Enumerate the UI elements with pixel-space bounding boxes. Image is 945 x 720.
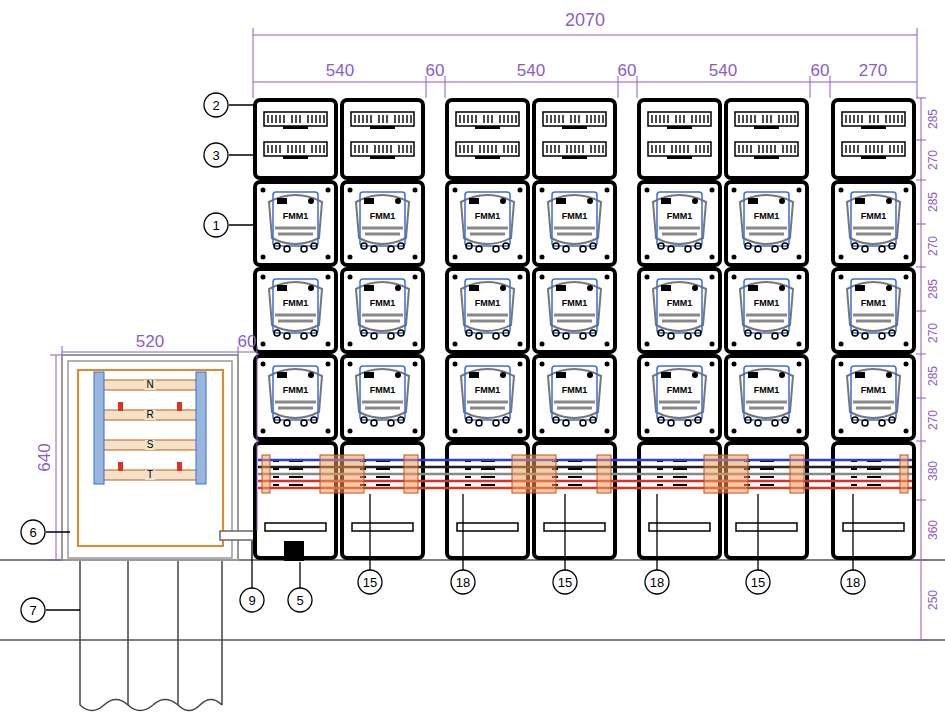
dimension-text: 2070 [565,11,605,29]
phase-label: T [145,470,155,480]
meter-label: FMM1 [665,212,695,221]
callout-number: 15 [751,576,765,589]
dimension-text: 285 [927,366,939,386]
dimension-lines [50,28,926,640]
dimension-text: 285 [927,192,939,212]
meter-label: FMM1 [665,386,695,395]
callout-number: 15 [558,576,572,589]
meter-label: FMM1 [281,299,311,308]
meter-label: FMM1 [560,386,590,395]
dimension-text: 360 [927,520,939,540]
main-switch [284,541,304,561]
trench-line [0,639,945,641]
callout-number: 18 [456,576,470,589]
dimension-text: 250 [927,590,939,610]
phase-label: S [145,440,156,450]
dimension-text: 540 [326,62,354,79]
meter-label: FMM1 [473,386,503,395]
dimension-text: 270 [927,235,939,255]
meter-label: FMM1 [473,212,503,221]
meter-label: FMM1 [281,386,311,395]
meter-label: FMM1 [473,299,503,308]
phase-label: R [144,410,155,420]
dimension-text: 285 [927,279,939,299]
dimension-text: 60 [238,333,257,350]
meter-label: FMM1 [859,299,889,308]
meter-label: FMM1 [560,212,590,221]
meter-label: FMM1 [560,299,590,308]
dimension-text: 60 [426,62,445,79]
meter-label: FMM1 [368,386,398,395]
main-distribution-box [62,355,238,560]
dimension-text: 640 [36,443,53,471]
callout-number: 7 [29,604,36,617]
dimension-text: 270 [927,409,939,429]
meter-label: FMM1 [665,299,695,308]
dimension-text: 60 [811,62,830,79]
dimension-text: 60 [618,62,637,79]
dimension-text: 540 [709,62,737,79]
callout-number: 6 [29,526,36,539]
meter-label: FMM1 [752,299,782,308]
meter-label: FMM1 [368,212,398,221]
meter-label: FMM1 [281,212,311,221]
callout-number: 2 [212,99,219,112]
meter-cabinets [255,100,914,558]
phase-label: N [144,380,155,390]
callout-number: 9 [248,594,255,607]
dimension-text: 285 [927,109,939,129]
callout-number: 3 [212,149,219,162]
dimension-text: 540 [517,62,545,79]
meter-label: FMM1 [752,386,782,395]
busbar-links [262,455,908,493]
dimension-text: 270 [859,62,887,79]
callout-number: 15 [363,576,377,589]
callout-number: 18 [846,576,860,589]
meter-label: FMM1 [368,299,398,308]
dimension-text: 270 [927,150,939,170]
dimension-text: 380 [927,460,939,480]
callout-number: 5 [296,594,303,607]
meter-label: FMM1 [859,212,889,221]
cable-conduits [80,560,222,711]
cable-duct [220,531,257,540]
callout-number: 1 [212,219,219,232]
meter-label: FMM1 [752,212,782,221]
callout-number: 18 [650,576,664,589]
meter-label: FMM1 [859,386,889,395]
dimension-text: 520 [136,333,164,350]
callout-bubbles [21,93,865,622]
dimension-text: 270 [927,322,939,342]
